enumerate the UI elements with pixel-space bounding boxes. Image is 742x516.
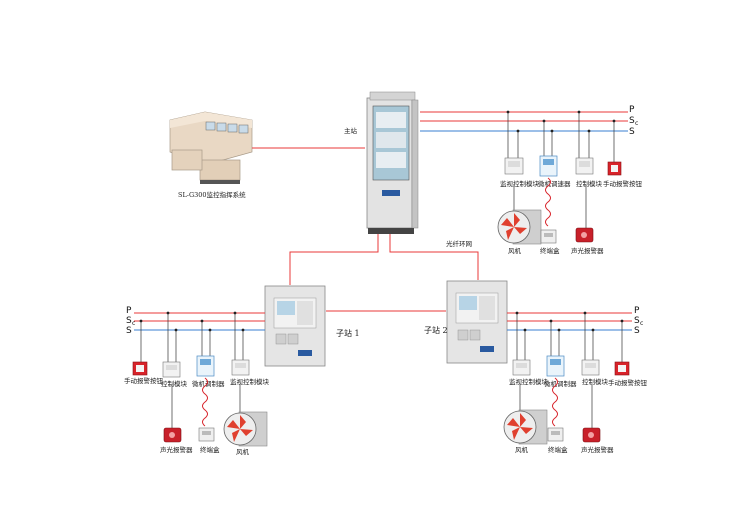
fiber-label: 光纤环网 <box>446 239 472 248</box>
sub1-cabinet <box>264 285 326 367</box>
sub1-fan-label: 风机 <box>236 447 250 456</box>
sub1-spring-cable <box>202 377 208 427</box>
main-micro-controller-label: 微机调速器 <box>538 179 571 188</box>
sub1-manual-alarm <box>132 361 148 376</box>
main-monitor-module <box>504 157 524 175</box>
main-monitor-module-label: 监视控制模块 <box>500 179 540 188</box>
main-bus-sc-sub: c <box>635 120 638 127</box>
sub1-micro-controller-label: 微机调制器 <box>192 379 225 388</box>
sub1-control-module <box>162 361 181 378</box>
sub1-control-module-label: 控制模块 <box>161 379 188 388</box>
sub2-micro-controller <box>546 355 565 377</box>
main-bus-sc-label: S <box>629 116 635 126</box>
main-control-module <box>575 157 594 175</box>
sub2-control-module <box>581 359 600 376</box>
main-spring-cable <box>545 177 551 227</box>
sub1-monitor-module-label: 监视控制模块 <box>230 377 270 386</box>
sub2-monitor-module-label: 监视控制模块 <box>509 377 549 386</box>
sub2-cabinet <box>446 280 508 364</box>
sub1-label: 子站 1 <box>336 328 360 338</box>
sub1-monitor-module <box>231 359 250 376</box>
sub2-bus-sc-label: S <box>634 316 640 326</box>
sub1-bus-sc-sub: c <box>132 320 135 327</box>
sub2-sound-light-alarm <box>582 427 601 443</box>
sub2-bus-s-label: S <box>634 326 640 336</box>
main-micro-controller <box>539 155 558 177</box>
sub2-monitor-module <box>512 359 531 376</box>
sub2-control-module-label: 控制模块 <box>582 377 609 386</box>
sub2-terminal-box-label: 终端盒 <box>548 445 568 454</box>
sub2-manual-alarm-label: 手动报警按钮 <box>608 378 648 387</box>
sub2-micro-controller-label: 微机调制器 <box>544 379 577 388</box>
main-manual-alarm <box>607 161 622 176</box>
sub2-fan-label: 风机 <box>515 445 529 454</box>
sub1-bus-p-label: P <box>126 306 132 316</box>
sub2-spring-cable <box>552 377 558 427</box>
sub2-label: 子站 2 <box>424 325 448 335</box>
sub1-micro-controller <box>196 355 215 377</box>
main-sound-light-alarm-label: 声光报警器 <box>571 246 604 255</box>
main-sound-light-alarm <box>575 227 594 243</box>
sub2-terminal-box <box>547 427 564 442</box>
main-cabinet <box>366 91 419 234</box>
main-station-label: 主站 <box>344 126 358 135</box>
sub2-bus-p-label: P <box>634 306 640 316</box>
main-control-module-label: 控制模块 <box>576 179 603 188</box>
main-fan <box>497 209 542 245</box>
sub2-sound-light-alarm-label: 声光报警器 <box>581 445 614 454</box>
sub2-bus-sc-sub: c <box>640 320 643 327</box>
main-manual-alarm-label: 手动报警按钮 <box>603 179 643 188</box>
main-fan-label: 风机 <box>508 246 522 255</box>
sub1-sound-light-alarm-label: 声光报警器 <box>160 445 193 454</box>
sub2-fan <box>503 409 548 445</box>
fiber-ring <box>289 234 479 312</box>
sub1-sound-light-alarm <box>163 427 182 443</box>
workstation-label: SL-G300监控指挥系统 <box>178 190 246 199</box>
sub1-fan <box>223 411 268 447</box>
main-bus-p-label: P <box>629 105 635 115</box>
main-terminal-box-label: 终端盒 <box>540 246 560 255</box>
sub1-manual-alarm-label: 手动报警按钮 <box>124 376 164 385</box>
sub1-bus-s-label: S <box>126 326 132 336</box>
main-bus-s-label: S <box>629 127 635 137</box>
sub2-manual-alarm <box>614 361 630 376</box>
sub1-terminal-box <box>198 427 215 442</box>
sub1-bus-sc-label: S <box>126 316 132 326</box>
main-terminal-box <box>540 229 557 244</box>
sub1-terminal-box-label: 终端盒 <box>200 445 220 454</box>
workstation-console <box>169 111 253 184</box>
